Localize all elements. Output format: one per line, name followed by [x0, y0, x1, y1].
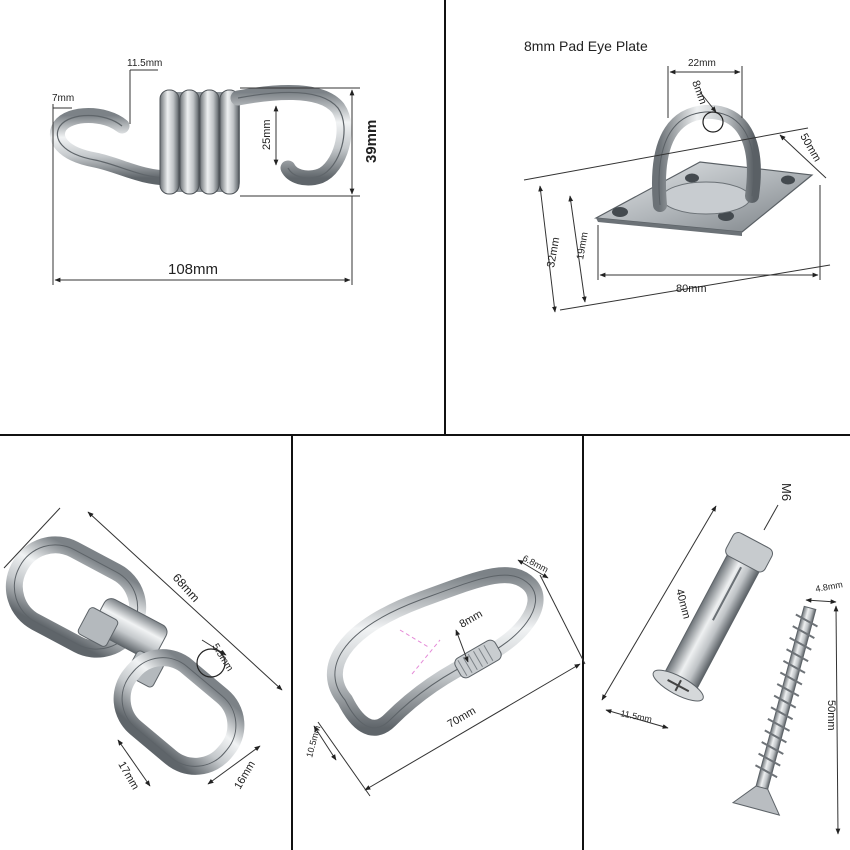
swivel-length-label: 68mm: [170, 571, 203, 605]
swivel-dimensions: [3, 507, 283, 787]
spring-image: [49, 84, 352, 195]
swivel-left-label: 17mm: [115, 760, 141, 792]
spring-inner-label: 25mm: [261, 119, 273, 150]
pad-eye-side-label: 50mm: [797, 132, 823, 164]
carabiner-dimensions: [313, 559, 586, 797]
pad-eye-inner-label: 19mm: [575, 231, 591, 260]
swivel-wire-label: 5.5mm: [209, 642, 235, 674]
spring-dimensions: [52, 69, 360, 285]
pad-eye-image: [593, 104, 814, 236]
screw-dia-label: 4.8mm: [815, 579, 844, 594]
swivel-image: [5, 536, 245, 775]
carabiner-top-label: 6.8mm: [521, 553, 550, 575]
pad-eye-panel: 8mm Pad Eye Plate: [523, 38, 831, 313]
anchor-sleeve-image: [652, 532, 774, 702]
spring-hook-gap-label: 11.5mm: [127, 58, 162, 69]
spring-height-label: 39mm: [363, 120, 380, 163]
anchor-thread-label: M6: [779, 483, 794, 501]
carabiner-image: [326, 567, 544, 736]
carabiner-gate-label: 8mm: [458, 608, 485, 631]
carabiner-panel: 6.8mm 8mm 70mm 10.5mm: [304, 553, 586, 797]
anchor-dimensions: [601, 504, 841, 835]
anchor-sleeve-dia-label: 11.5mm: [620, 708, 653, 724]
wood-screw-image: [731, 605, 818, 816]
carabiner-wire-label: 10.5mm: [304, 725, 322, 759]
pad-eye-title: 8mm Pad Eye Plate: [524, 38, 648, 54]
pad-eye-outer-label: 32mm: [545, 236, 562, 268]
swivel-panel: 68mm 5.5mm 17mm 16mm: [3, 507, 283, 792]
spring-length-label: 108mm: [168, 261, 218, 278]
anchor-panel: M6 40mm 11.5mm 4.8mm 50mm: [601, 483, 844, 835]
anchor-sleeve-length-label: 40mm: [673, 588, 693, 621]
screw-length-label: 50mm: [825, 700, 837, 731]
pad-eye-top-label: 22mm: [688, 58, 716, 69]
pad-eye-length-label: 80mm: [676, 283, 707, 295]
pad-eye-dimensions: [523, 66, 831, 313]
spring-panel: 11.5mm 7mm 25mm 39mm 108mm: [49, 58, 380, 285]
spring-wire-label: 7mm: [52, 93, 74, 104]
pad-eye-ring-label: 8mm: [689, 79, 709, 106]
